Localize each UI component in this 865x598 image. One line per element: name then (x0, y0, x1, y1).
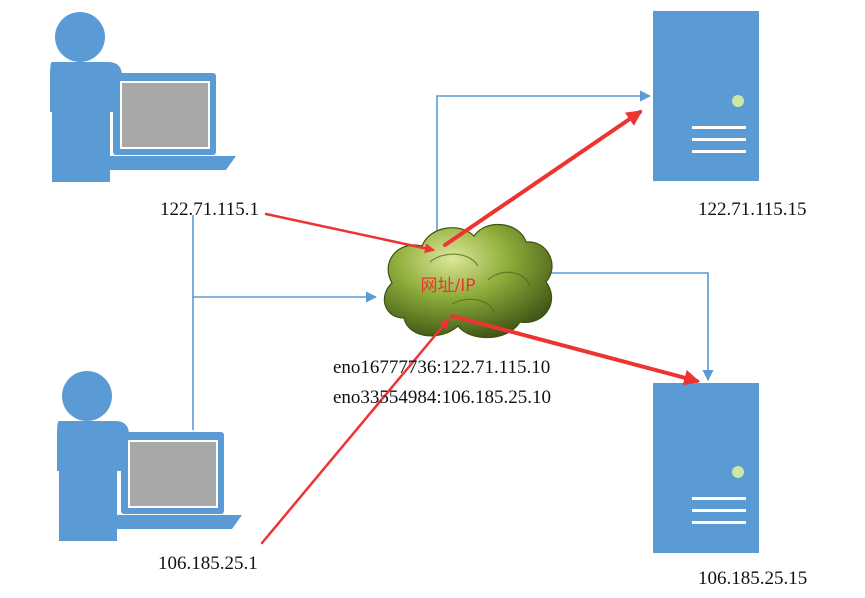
server-2-ip: 106.185.25.15 (698, 568, 807, 589)
router-interface-1: eno16777736:122.71.115.10 (333, 357, 550, 378)
server-2-icon (653, 383, 759, 553)
flow-router-to-server-1 (443, 110, 643, 247)
client-1-ip: 122.71.115.1 (160, 199, 259, 220)
server-1-icon (653, 11, 759, 181)
flow-router-to-server-2 (450, 314, 701, 386)
client-2-ip: 106.185.25.1 (158, 553, 258, 574)
server-1-ip: 122.71.115.15 (698, 199, 807, 220)
flow-client-1-to-router (264, 212, 435, 254)
router-label: 网址/IP (421, 276, 476, 296)
flow-client-2-to-router (260, 318, 450, 545)
router-to-server-2-line (548, 272, 714, 382)
client-2-icon (57, 371, 242, 541)
router-to-server-1-line (436, 90, 652, 240)
red-flow-arrows (260, 110, 701, 545)
router-interface-2: eno33554984:106.185.25.10 (333, 387, 551, 408)
blue-connectors (192, 90, 714, 430)
client-1-icon (50, 12, 236, 182)
